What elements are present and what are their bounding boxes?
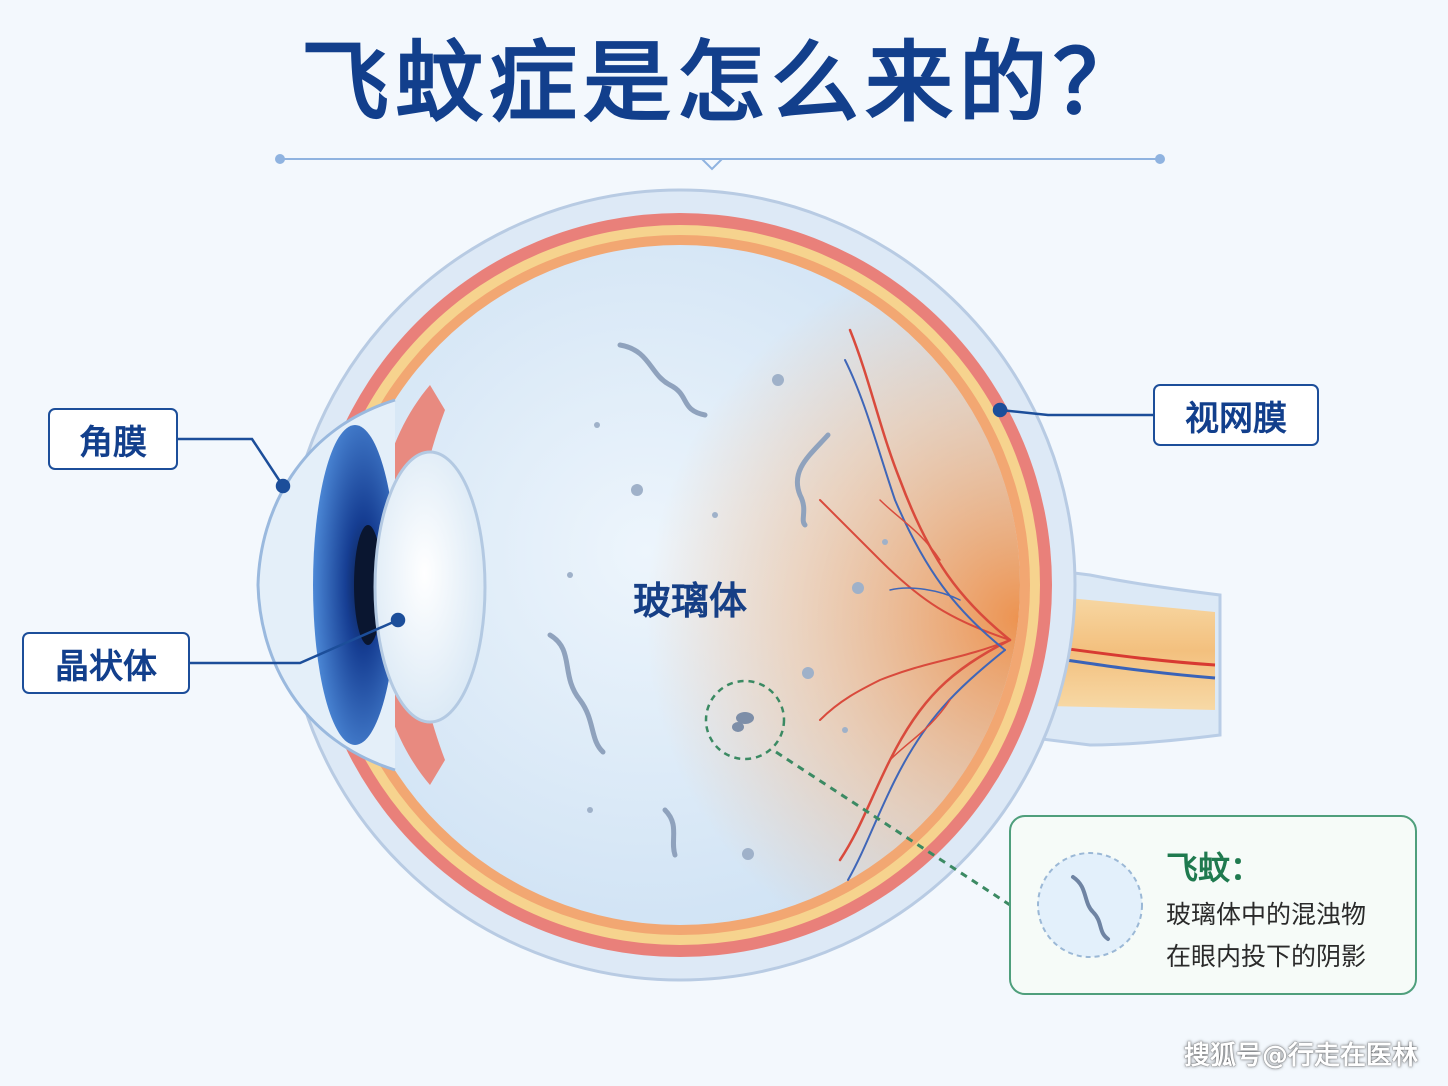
floater-dot [712, 512, 718, 518]
floater-strand [547, 632, 606, 755]
floater-highlight-circle [704, 679, 786, 761]
callout-floater-icon [1037, 852, 1143, 958]
label-retina: 视网膜 [1153, 384, 1319, 446]
retina-glow [340, 245, 1020, 925]
callout-line-1: 玻璃体中的混浊物 [1166, 900, 1367, 929]
floater-dot [567, 572, 573, 578]
floaters [547, 342, 831, 858]
floater-dot [631, 484, 643, 496]
floater-dot [802, 667, 814, 679]
floater-dot [594, 422, 600, 428]
floater-dot [772, 374, 784, 386]
page-title: 飞蚊症是怎么来的？ [300, 31, 1147, 134]
floater-strand [794, 432, 831, 528]
leader-lines [178, 402, 1153, 665]
floater-dot [882, 539, 888, 545]
floater-strand [617, 342, 708, 418]
leader-lens [190, 618, 399, 665]
floater-dot [587, 807, 593, 813]
callout-title: 飞蚊： [1166, 849, 1263, 887]
callout-line-2: 在眼内投下的阴影 [1166, 942, 1367, 971]
leader-retina [999, 408, 1153, 417]
floater-dot [852, 582, 864, 594]
watermark: 搜狐号@行走在医林 [1183, 1041, 1418, 1071]
label-lens: 晶状体 [22, 632, 190, 694]
floater-callout: 飞蚊： 玻璃体中的混浊物 在眼内投下的阴影 [1009, 815, 1417, 995]
label-cornea: 角膜 [48, 408, 178, 470]
label-vitreous: 玻璃体 [632, 579, 747, 623]
floater-strand [662, 807, 678, 858]
floater-dot [742, 848, 754, 860]
highlighted-floater [732, 712, 754, 732]
floater-dot [842, 727, 848, 733]
title-divider [275, 154, 1165, 171]
retinal-vessels [819, 328, 1012, 881]
leader-cornea [178, 437, 285, 487]
lens [373, 450, 487, 724]
floater-dots [567, 374, 888, 860]
